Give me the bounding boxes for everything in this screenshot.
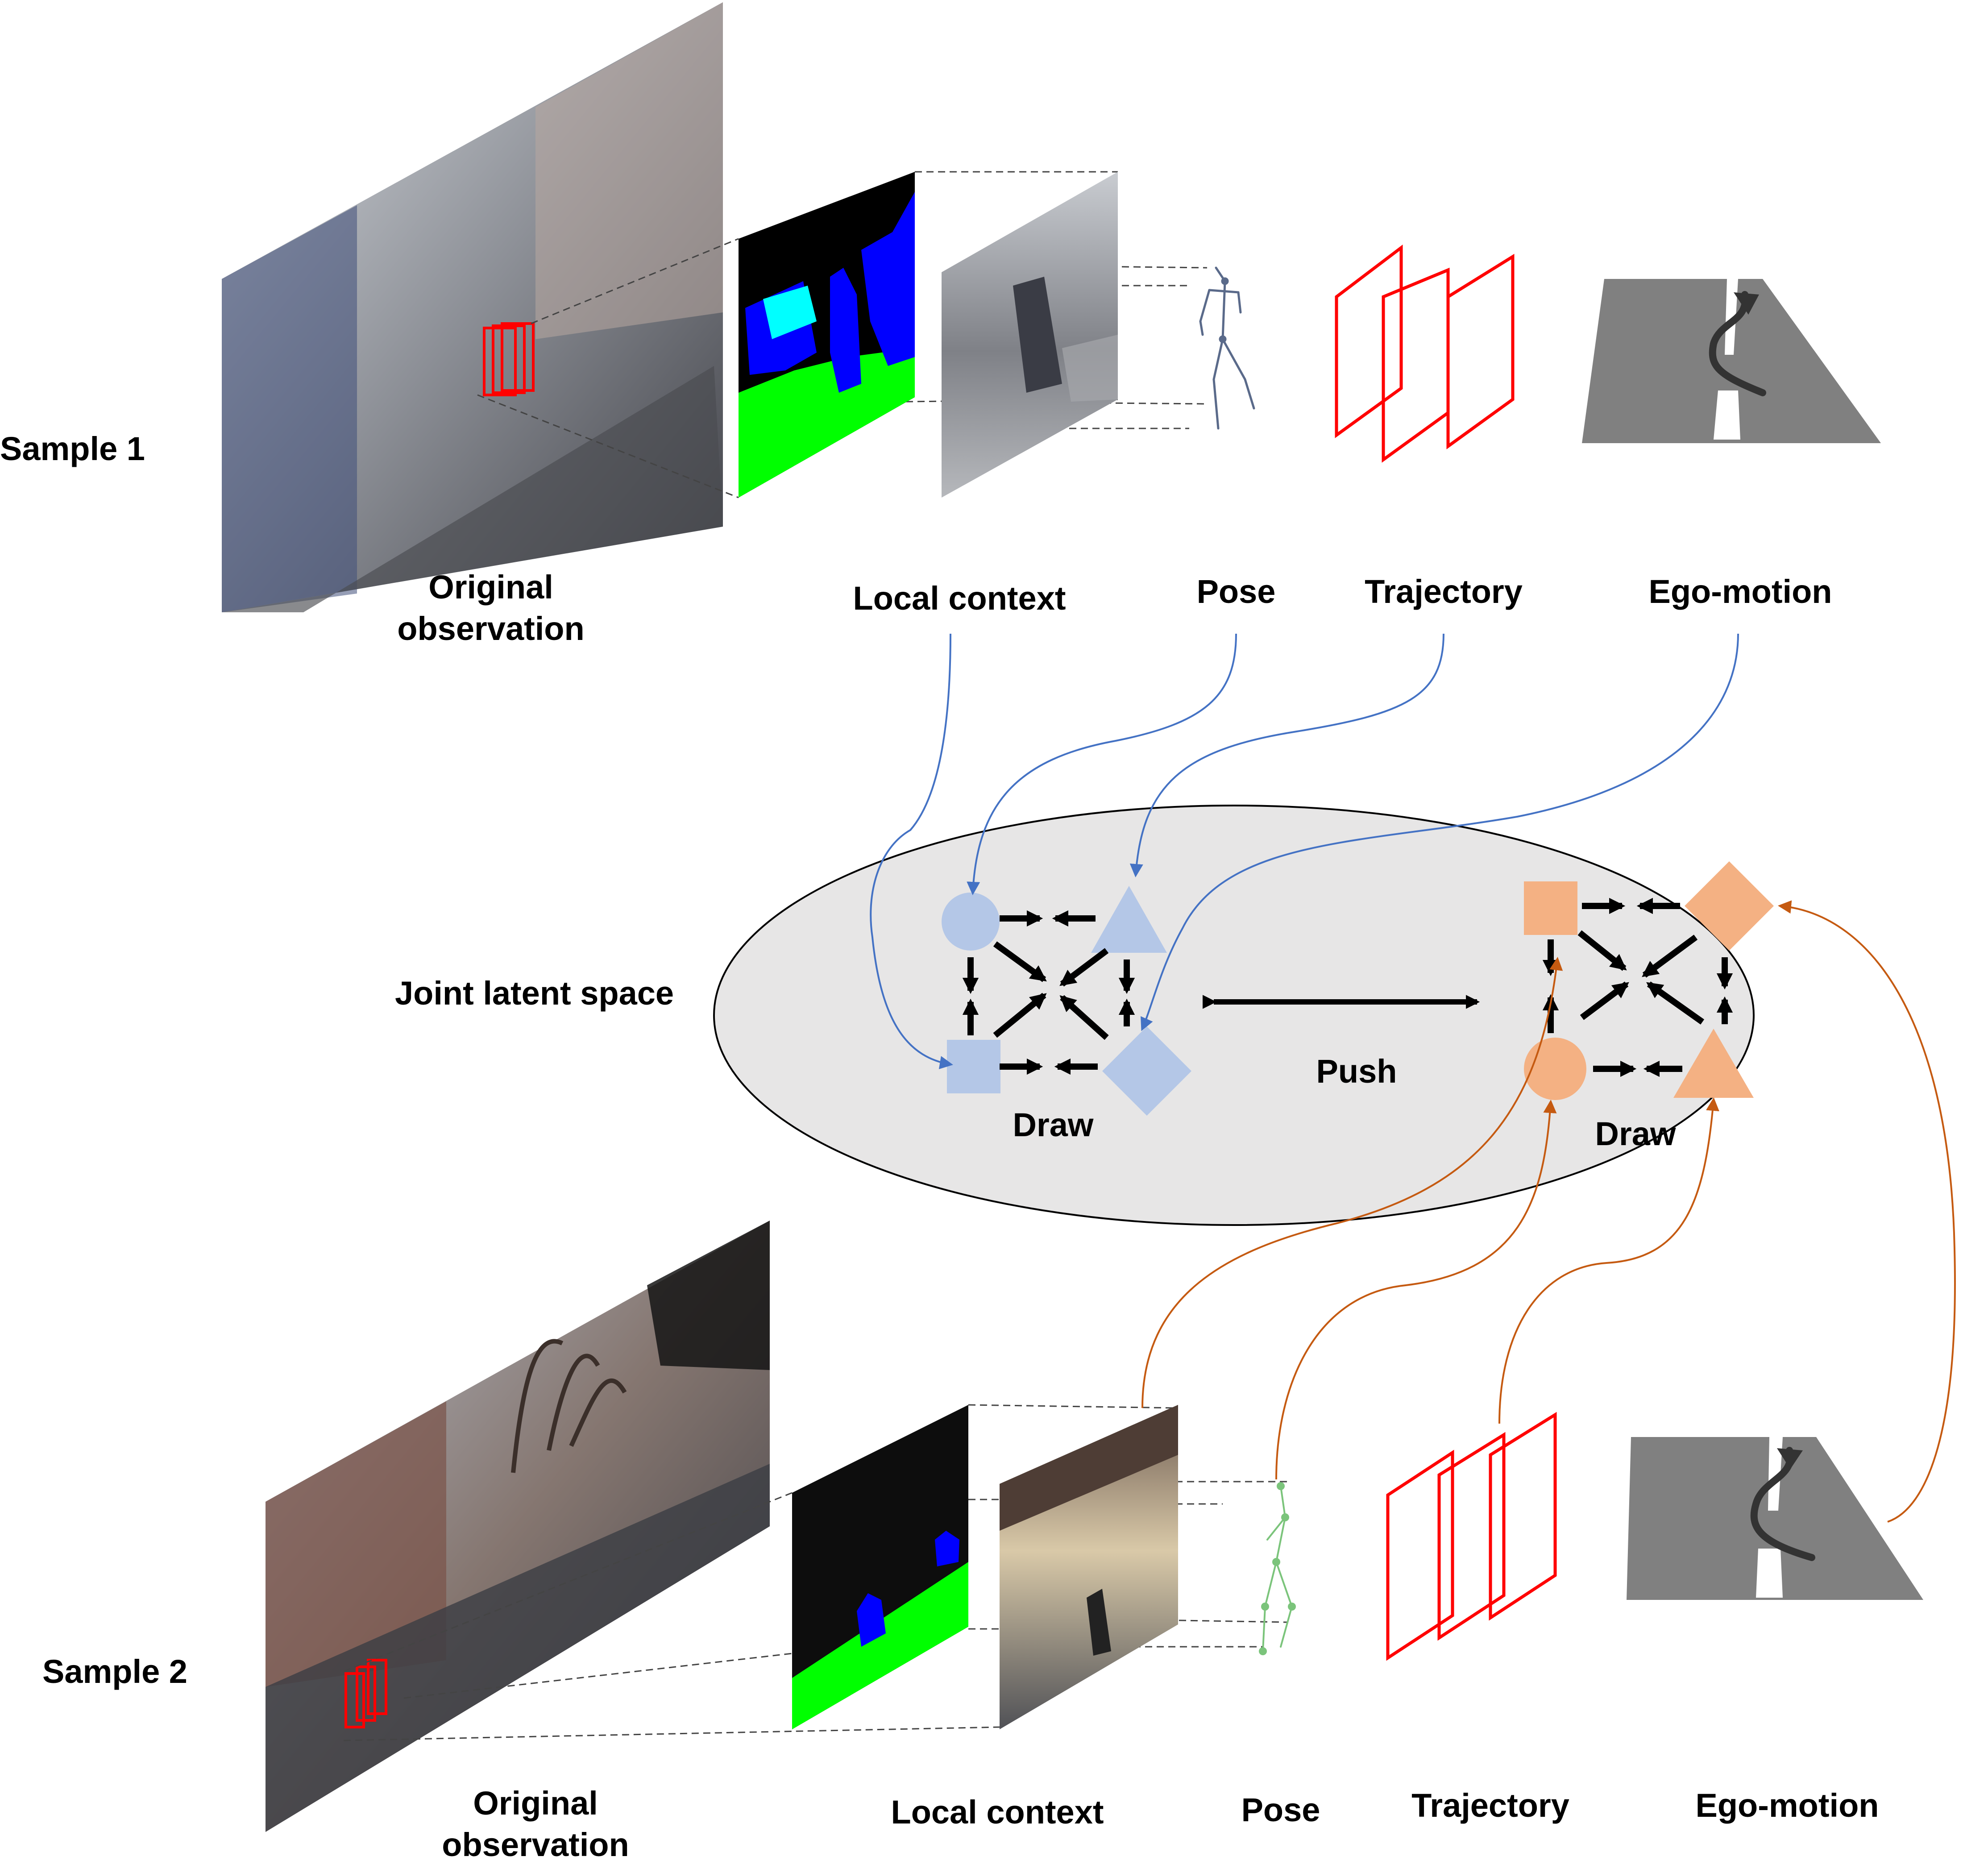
right-circle-node (1524, 1038, 1586, 1100)
right-diamond-node (1685, 861, 1774, 951)
sample1-original-observation-label: Original observation (397, 569, 585, 647)
sample1-local-context-crop (942, 172, 1118, 498)
sample2-pose-label: Pose (1241, 1791, 1320, 1828)
right-triangle-node (1673, 1029, 1754, 1098)
sample2-pose-skeleton (1259, 1482, 1296, 1655)
sample2-crop-dashed-lines (343, 1404, 1288, 1741)
sample2-original-observation-image (266, 1221, 770, 1832)
left-triangle-node (1091, 886, 1167, 953)
sample1-pose-label: Pose (1196, 573, 1276, 610)
sample1-original-observation-image (222, 2, 723, 612)
sample2-local-context-label: Local context (891, 1794, 1104, 1831)
left-square-node (947, 1040, 1000, 1093)
draw-left-label: Draw (1013, 1106, 1094, 1143)
sample2-local-context-crop (1000, 1405, 1178, 1729)
left-diamond-node (1102, 1026, 1191, 1116)
draw-right-label: Draw (1595, 1115, 1676, 1152)
left-graph (942, 886, 1191, 1116)
sample1-segmentation-map (739, 172, 915, 498)
right-graph (1524, 861, 1774, 1100)
sample2-ego-motion-label: Ego-motion (1695, 1787, 1879, 1824)
sample1-connector-curves (870, 633, 1739, 1069)
sample2-connector-curves (1141, 900, 1956, 1523)
sample2-segmentation-map (792, 1405, 968, 1729)
sample2-label: Sample 2 (42, 1653, 187, 1690)
sample2-trajectory-boxes (1386, 1412, 1557, 1661)
right-square-node (1524, 881, 1577, 935)
sample1-trajectory-boxes (1335, 244, 1515, 463)
sample1-ego-motion-label: Ego-motion (1648, 573, 1832, 610)
sample2-ego-motion-road (1627, 1437, 1923, 1600)
sample1-ego-motion-road (1582, 279, 1881, 443)
joint-latent-space-label: Joint latent space (395, 975, 674, 1012)
left-circle-node (942, 893, 1000, 951)
sample2-original-observation-label: Original observation (442, 1785, 629, 1863)
joint-latent-space-ellipse (713, 805, 1755, 1226)
sample1-local-context-label: Local context (853, 580, 1066, 617)
sample1-pose-skeleton (1199, 266, 1255, 430)
sample1-trajectory-label: Trajectory (1365, 573, 1523, 610)
push-label: Push (1316, 1053, 1397, 1090)
sample1-label: Sample 1 (0, 430, 145, 467)
sample2-trajectory-label: Trajectory (1411, 1787, 1569, 1824)
